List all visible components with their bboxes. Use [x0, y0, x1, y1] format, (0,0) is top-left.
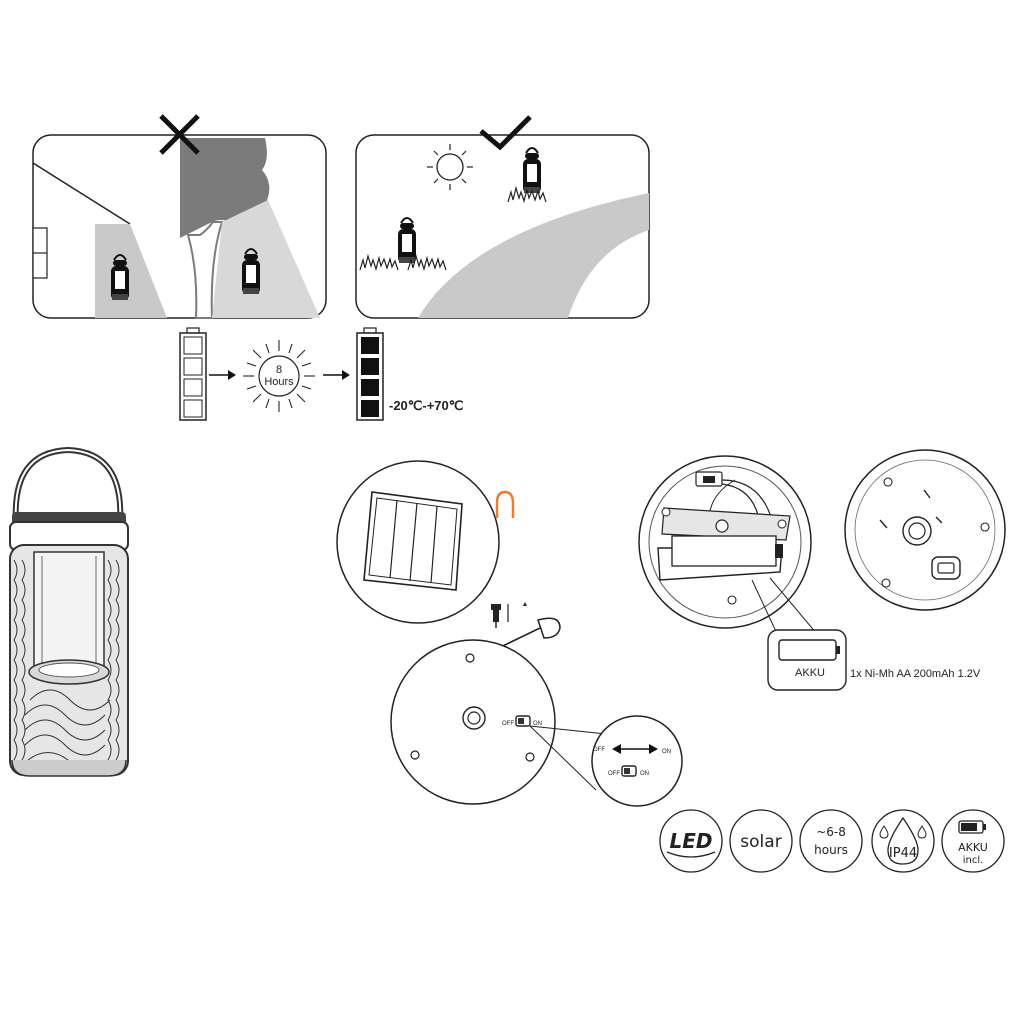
charge-hours-number: 8	[276, 364, 282, 376]
lantern-in-sun-left	[397, 217, 417, 264]
screwdriver-icon	[481, 602, 561, 657]
arrow-right-icon	[209, 370, 236, 380]
house-roof-line	[32, 162, 131, 225]
switch-zoom-detail: OFF ON OFF ON	[591, 715, 683, 807]
lantern-bottom-view: OFF ON	[390, 639, 607, 805]
lantern-handle	[12, 446, 124, 523]
solar-panel-detail	[336, 460, 515, 624]
feature-badges: LED solar ~6-8 hours IP44 AKKU inc	[659, 809, 1005, 873]
screw-icon	[525, 752, 535, 762]
battery-label: AKKU	[795, 667, 825, 679]
switch-on-label-zoom: ON	[640, 771, 649, 777]
lantern-in-house-shade	[110, 254, 130, 301]
screw-icon	[980, 522, 990, 532]
battery-callout: AKKU 1x Ni-Mh AA 200mAh 1.2V	[767, 629, 981, 691]
badge-led: LED	[659, 809, 723, 873]
badge-led-text: LED	[669, 829, 712, 853]
battery-full-icon	[356, 327, 384, 421]
screw-icon	[883, 477, 893, 487]
badge-hours-range: ~6-8	[816, 825, 846, 839]
switch-on-label: ON	[662, 749, 671, 755]
battery-compartment-open	[638, 455, 823, 641]
aa-battery-icon	[671, 535, 777, 567]
wrong-placement-panel	[32, 114, 327, 319]
battery-empty-icon	[179, 327, 207, 421]
switch-off-label-zoom: OFF	[608, 771, 620, 777]
switch-off-label-small: OFF	[502, 721, 514, 727]
akku-battery-icon	[778, 639, 837, 661]
screw-icon	[465, 653, 475, 663]
badge-ip-text: IP44	[889, 846, 917, 861]
charge-hours-word: Hours	[264, 376, 294, 388]
sun-hours-icon: 8 Hours	[243, 340, 315, 412]
lantern-in-sun-top	[522, 147, 542, 194]
screw-icon	[881, 578, 891, 588]
garden-path	[418, 193, 649, 318]
lantern-product-image	[9, 446, 129, 777]
battery-cover-closed	[844, 449, 1006, 611]
correct-check-icon	[479, 115, 532, 151]
sun-icon	[427, 144, 473, 190]
correct-placement-panel	[355, 115, 650, 319]
tree-trunk	[186, 221, 224, 319]
flip-open-icon	[495, 490, 515, 518]
battery-spec: 1x Ni-Mh AA 200mAh 1.2V	[850, 668, 981, 680]
badge-akku-incl-text: incl.	[963, 855, 984, 866]
badge-hours-word: hours	[814, 843, 848, 857]
temperature-range: -20℃-+70℃	[389, 398, 463, 413]
badge-akku-text: AKKU	[958, 841, 988, 854]
switch-off-label: OFF	[593, 747, 605, 753]
badge-hours: ~6-8 hours	[799, 809, 863, 873]
badge-akku: AKKU incl.	[941, 809, 1005, 873]
charging-sequence: 8 Hours -20℃-+70℃	[179, 327, 463, 421]
badge-solar: solar	[729, 809, 793, 873]
water-drop-icon	[887, 816, 919, 865]
lantern-glass	[33, 551, 105, 679]
wrong-cross-icon	[159, 114, 200, 155]
screw-icon	[410, 750, 420, 760]
badge-ip44: IP44	[871, 809, 935, 873]
switch-on-label-small: ON	[533, 721, 542, 727]
arrow-right-icon	[323, 370, 350, 380]
lantern-under-tree	[241, 248, 261, 295]
tree-shadow	[212, 200, 320, 318]
double-arrow-icon	[612, 744, 658, 754]
badge-solar-text: solar	[740, 832, 781, 852]
